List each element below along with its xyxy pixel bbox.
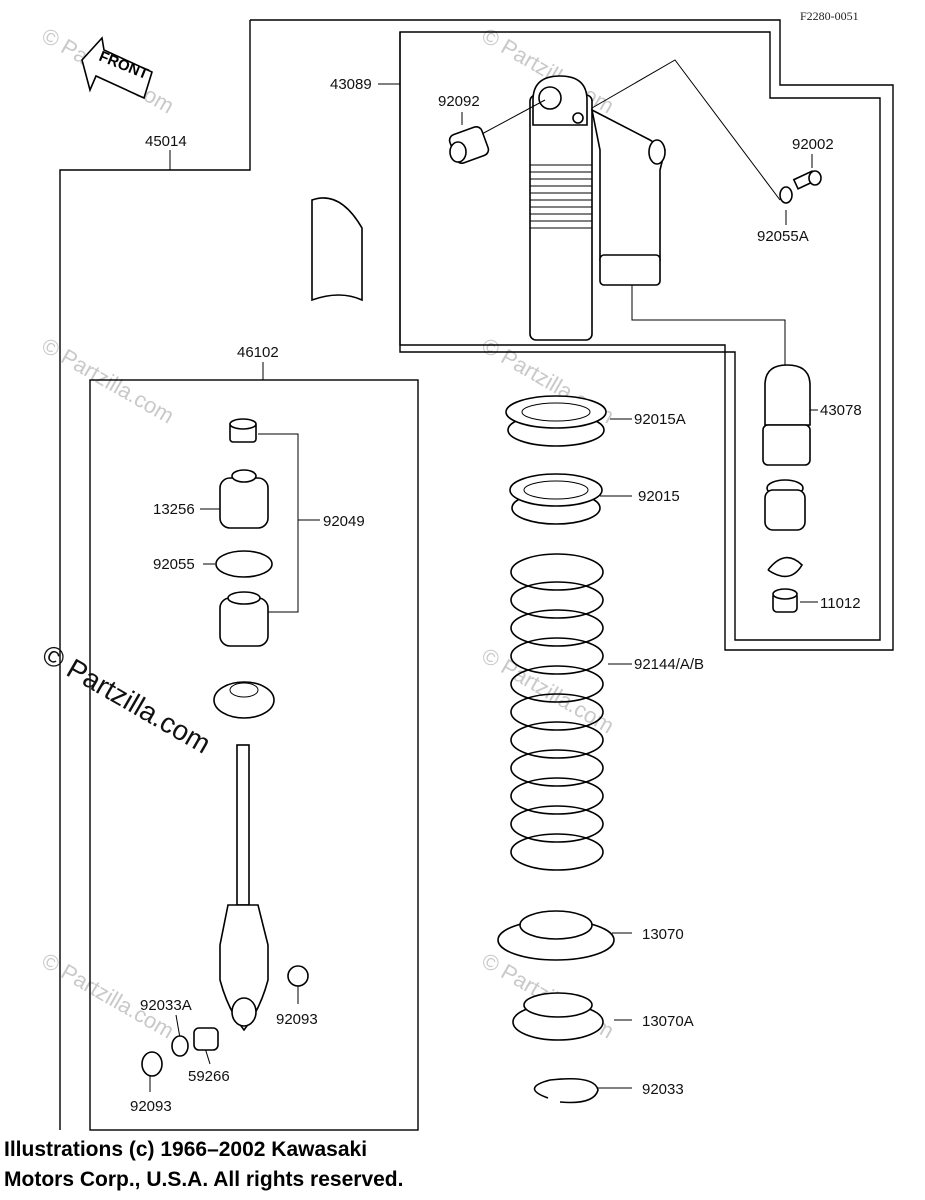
washer-92033A	[171, 1035, 189, 1057]
washer-92055A	[779, 186, 793, 204]
bolt-92002	[792, 170, 822, 190]
watermark-partzilla: © Partzilla.com	[37, 638, 216, 759]
part-label-13256: 13256	[153, 501, 195, 518]
bladder	[764, 479, 806, 531]
seal-cap	[219, 591, 269, 647]
part-label-92015A: 92015A	[634, 411, 686, 428]
leader-line	[591, 59, 781, 201]
part-label-92144AB: 92144/A/B	[634, 656, 704, 673]
watermark: © Partzilla.com	[38, 948, 179, 1044]
circlip-92033	[533, 1077, 599, 1104]
part-label-92055: 92055	[153, 556, 195, 573]
shock-body-43089	[529, 75, 666, 341]
part-label-59266: 59266	[188, 1068, 230, 1085]
piston-rod	[219, 744, 269, 1032]
spring-seat-13070	[497, 910, 615, 961]
part-label-92093: 92093	[276, 1011, 318, 1028]
reservoir-cap-43078	[762, 364, 811, 466]
part-label-43078: 43078	[820, 402, 862, 419]
part-label-45014: 45014	[145, 133, 187, 150]
rubber-sleeve	[311, 197, 363, 302]
part-label-43089: 43089	[330, 76, 372, 93]
leader-line	[175, 1014, 181, 1039]
copyright-line-1: Illustrations (c) 1966–2002 Kawasaki	[4, 1138, 368, 1161]
part-label-92049: 92049	[323, 513, 365, 530]
coil-spring-92144	[510, 553, 604, 871]
part-label-92093: 92093	[130, 1098, 172, 1115]
assembly-outline-45014	[59, 19, 894, 1130]
bushing-92093	[141, 1051, 163, 1077]
watermark: © Partzilla.com	[478, 643, 619, 739]
spring-seat-13070A	[512, 992, 604, 1041]
part-label-92002: 92002	[792, 136, 834, 153]
figure-code: F2280-0051	[800, 9, 859, 23]
leader-line	[631, 285, 786, 365]
adjuster-nut-92015	[509, 473, 603, 525]
part-label-92015: 92015	[638, 488, 680, 505]
part-label-92033: 92033	[642, 1081, 684, 1098]
part-label-11012: 11012	[820, 595, 861, 612]
assembly-outline-46102	[89, 379, 419, 1131]
leader-line	[479, 99, 546, 136]
rebound-plate	[213, 681, 275, 719]
lock-nut-92015A	[505, 395, 607, 447]
valve-11012	[772, 588, 798, 613]
part-label-13070A: 13070A	[642, 1013, 694, 1030]
bushing-92093	[287, 965, 309, 987]
part-label-13070: 13070	[642, 926, 684, 943]
bump-stop-13256	[219, 469, 269, 529]
part-label-92055A: 92055A	[757, 228, 809, 245]
collar-59266	[193, 1027, 219, 1051]
part-label-92033A: 92033A	[140, 997, 192, 1014]
circlip	[767, 556, 804, 578]
copyright-notice: Illustrations (c) 1966–2002 Kawasaki Mot…	[4, 1135, 474, 1195]
part-label-92092: 92092	[438, 93, 480, 110]
bushing-92092	[448, 125, 490, 165]
leader-bracket	[258, 433, 320, 613]
nut-92049	[229, 418, 257, 443]
copyright-line-2: Motors Corp., U.S.A. All rights reserved…	[4, 1168, 404, 1191]
o-ring-92055	[215, 550, 273, 578]
part-label-46102: 46102	[237, 344, 279, 361]
assembly-outline-43089	[399, 31, 881, 641]
